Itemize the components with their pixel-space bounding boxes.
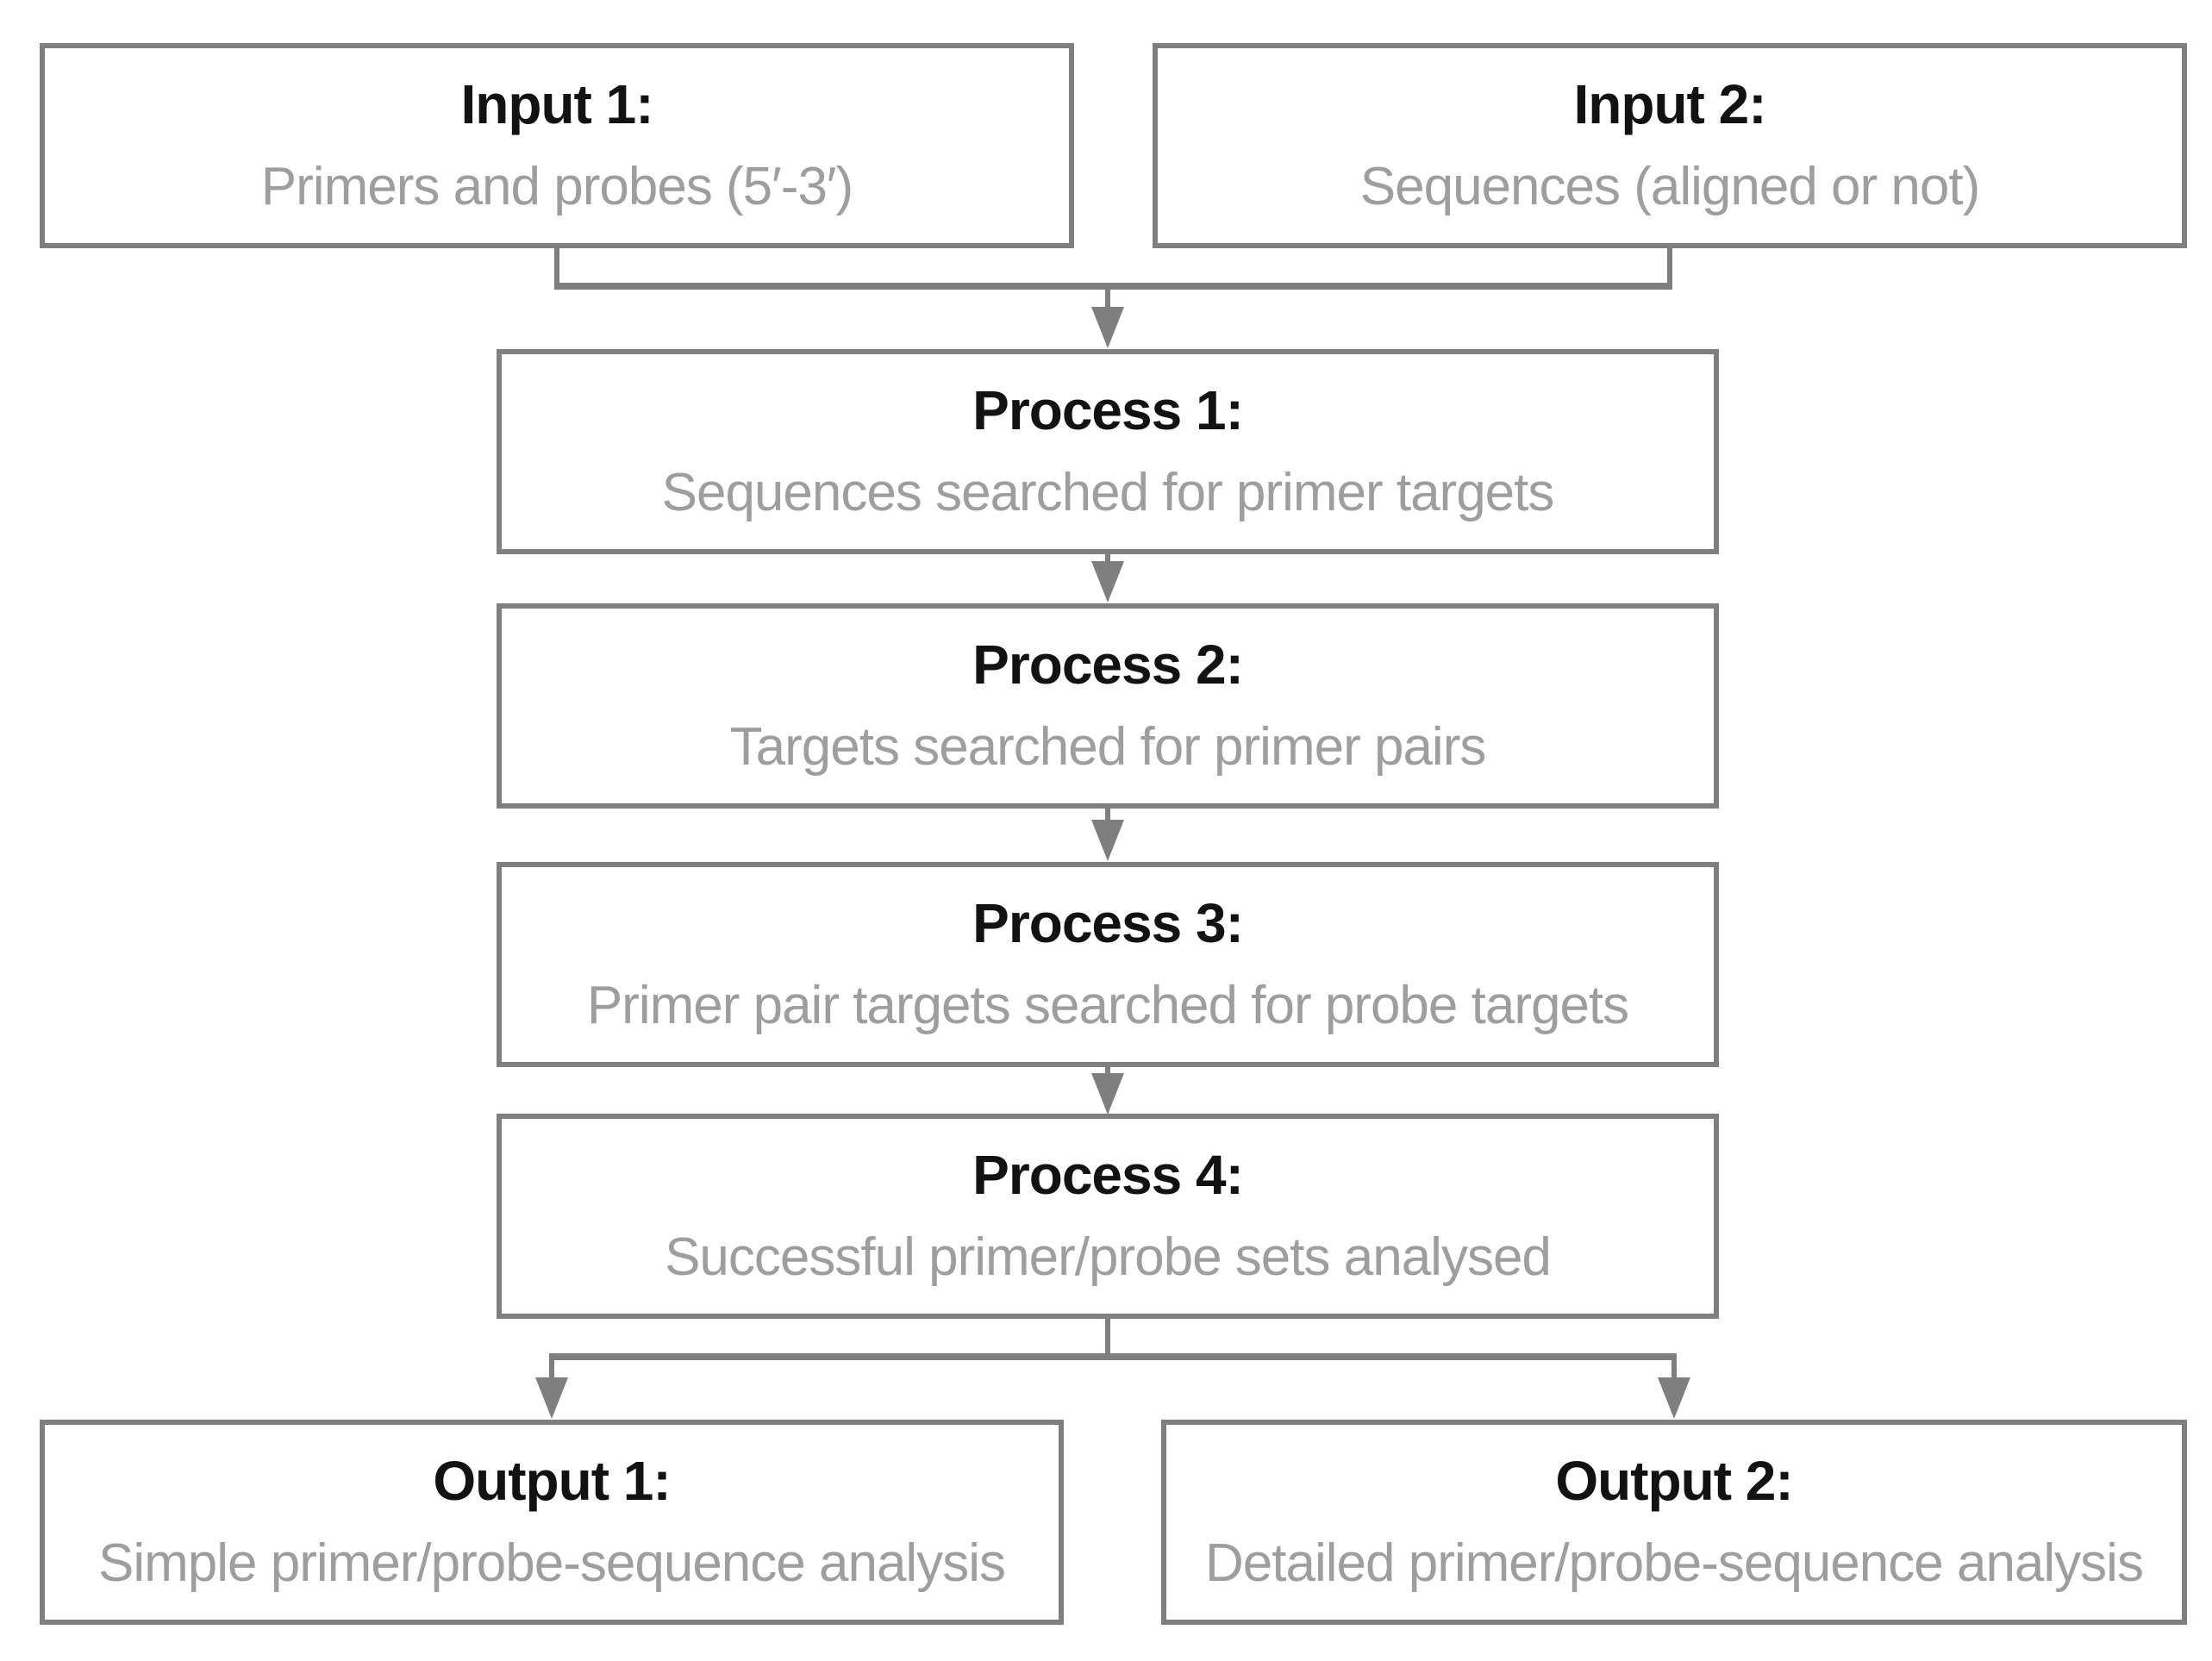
arrow-to-process1-shaft: [1105, 290, 1110, 312]
node-input-1-subtitle: Primers and probes (5′-3′): [260, 157, 853, 216]
arrow-to-output1-head-icon: [535, 1377, 568, 1419]
node-process-3-subtitle: Primer pair targets searched for probe t…: [586, 976, 1629, 1035]
node-output-1-subtitle: Simple primer/probe-sequence analysis: [98, 1533, 1006, 1593]
node-process-1-subtitle: Sequences searched for primer targets: [661, 463, 1555, 522]
arrow-to-output1-shaft: [549, 1360, 554, 1383]
node-process-1: Process 1: Sequences searched for primer…: [497, 349, 1719, 554]
arrow-to-process3-head-icon: [1091, 820, 1124, 861]
connector-input2-drop: [1667, 248, 1672, 290]
node-output-2: Output 2: Detailed primer/probe-sequence…: [1161, 1420, 2187, 1625]
node-output-2-title: Output 2:: [1555, 1450, 1793, 1512]
node-output-1: Output 1: Simple primer/probe-sequence a…: [40, 1420, 1064, 1625]
node-input-1-title: Input 1:: [460, 73, 653, 135]
node-input-2-subtitle: Sequences (aligned or not): [1359, 157, 1980, 216]
node-process-1-title: Process 1:: [972, 379, 1244, 441]
arrow-to-process2-head-icon: [1091, 561, 1124, 603]
node-process-2-title: Process 2:: [972, 634, 1244, 696]
node-process-4-title: Process 4:: [972, 1144, 1244, 1206]
arrow-to-process3-shaft: [1105, 809, 1110, 826]
node-process-3-title: Process 3:: [972, 892, 1244, 954]
arrow-to-output2-head-icon: [1658, 1377, 1690, 1419]
node-process-3: Process 3: Primer pair targets searched …: [497, 862, 1719, 1067]
node-input-1: Input 1: Primers and probes (5′-3′): [40, 43, 1074, 248]
connector-process4-drop: [1105, 1319, 1110, 1359]
arrow-to-output2-shaft: [1671, 1360, 1677, 1383]
node-input-2: Input 2: Sequences (aligned or not): [1153, 43, 2187, 248]
node-process-2: Process 2: Targets searched for primer p…: [497, 603, 1719, 809]
node-output-1-title: Output 1:: [433, 1450, 671, 1512]
node-input-2-title: Input 2:: [1573, 73, 1766, 135]
node-process-2-subtitle: Targets searched for primer pairs: [729, 717, 1487, 777]
arrow-to-process1-head-icon: [1091, 307, 1124, 348]
node-process-4: Process 4: Successful primer/probe sets …: [497, 1114, 1719, 1319]
node-output-2-subtitle: Detailed primer/probe-sequence analysis: [1205, 1533, 2144, 1593]
connector-input1-drop: [554, 248, 559, 290]
connector-outputs-split-line: [549, 1353, 1677, 1360]
node-process-4-subtitle: Successful primer/probe sets analysed: [665, 1227, 1552, 1287]
arrow-to-process4-head-icon: [1091, 1073, 1124, 1115]
connector-inputs-join-line: [554, 283, 1672, 290]
